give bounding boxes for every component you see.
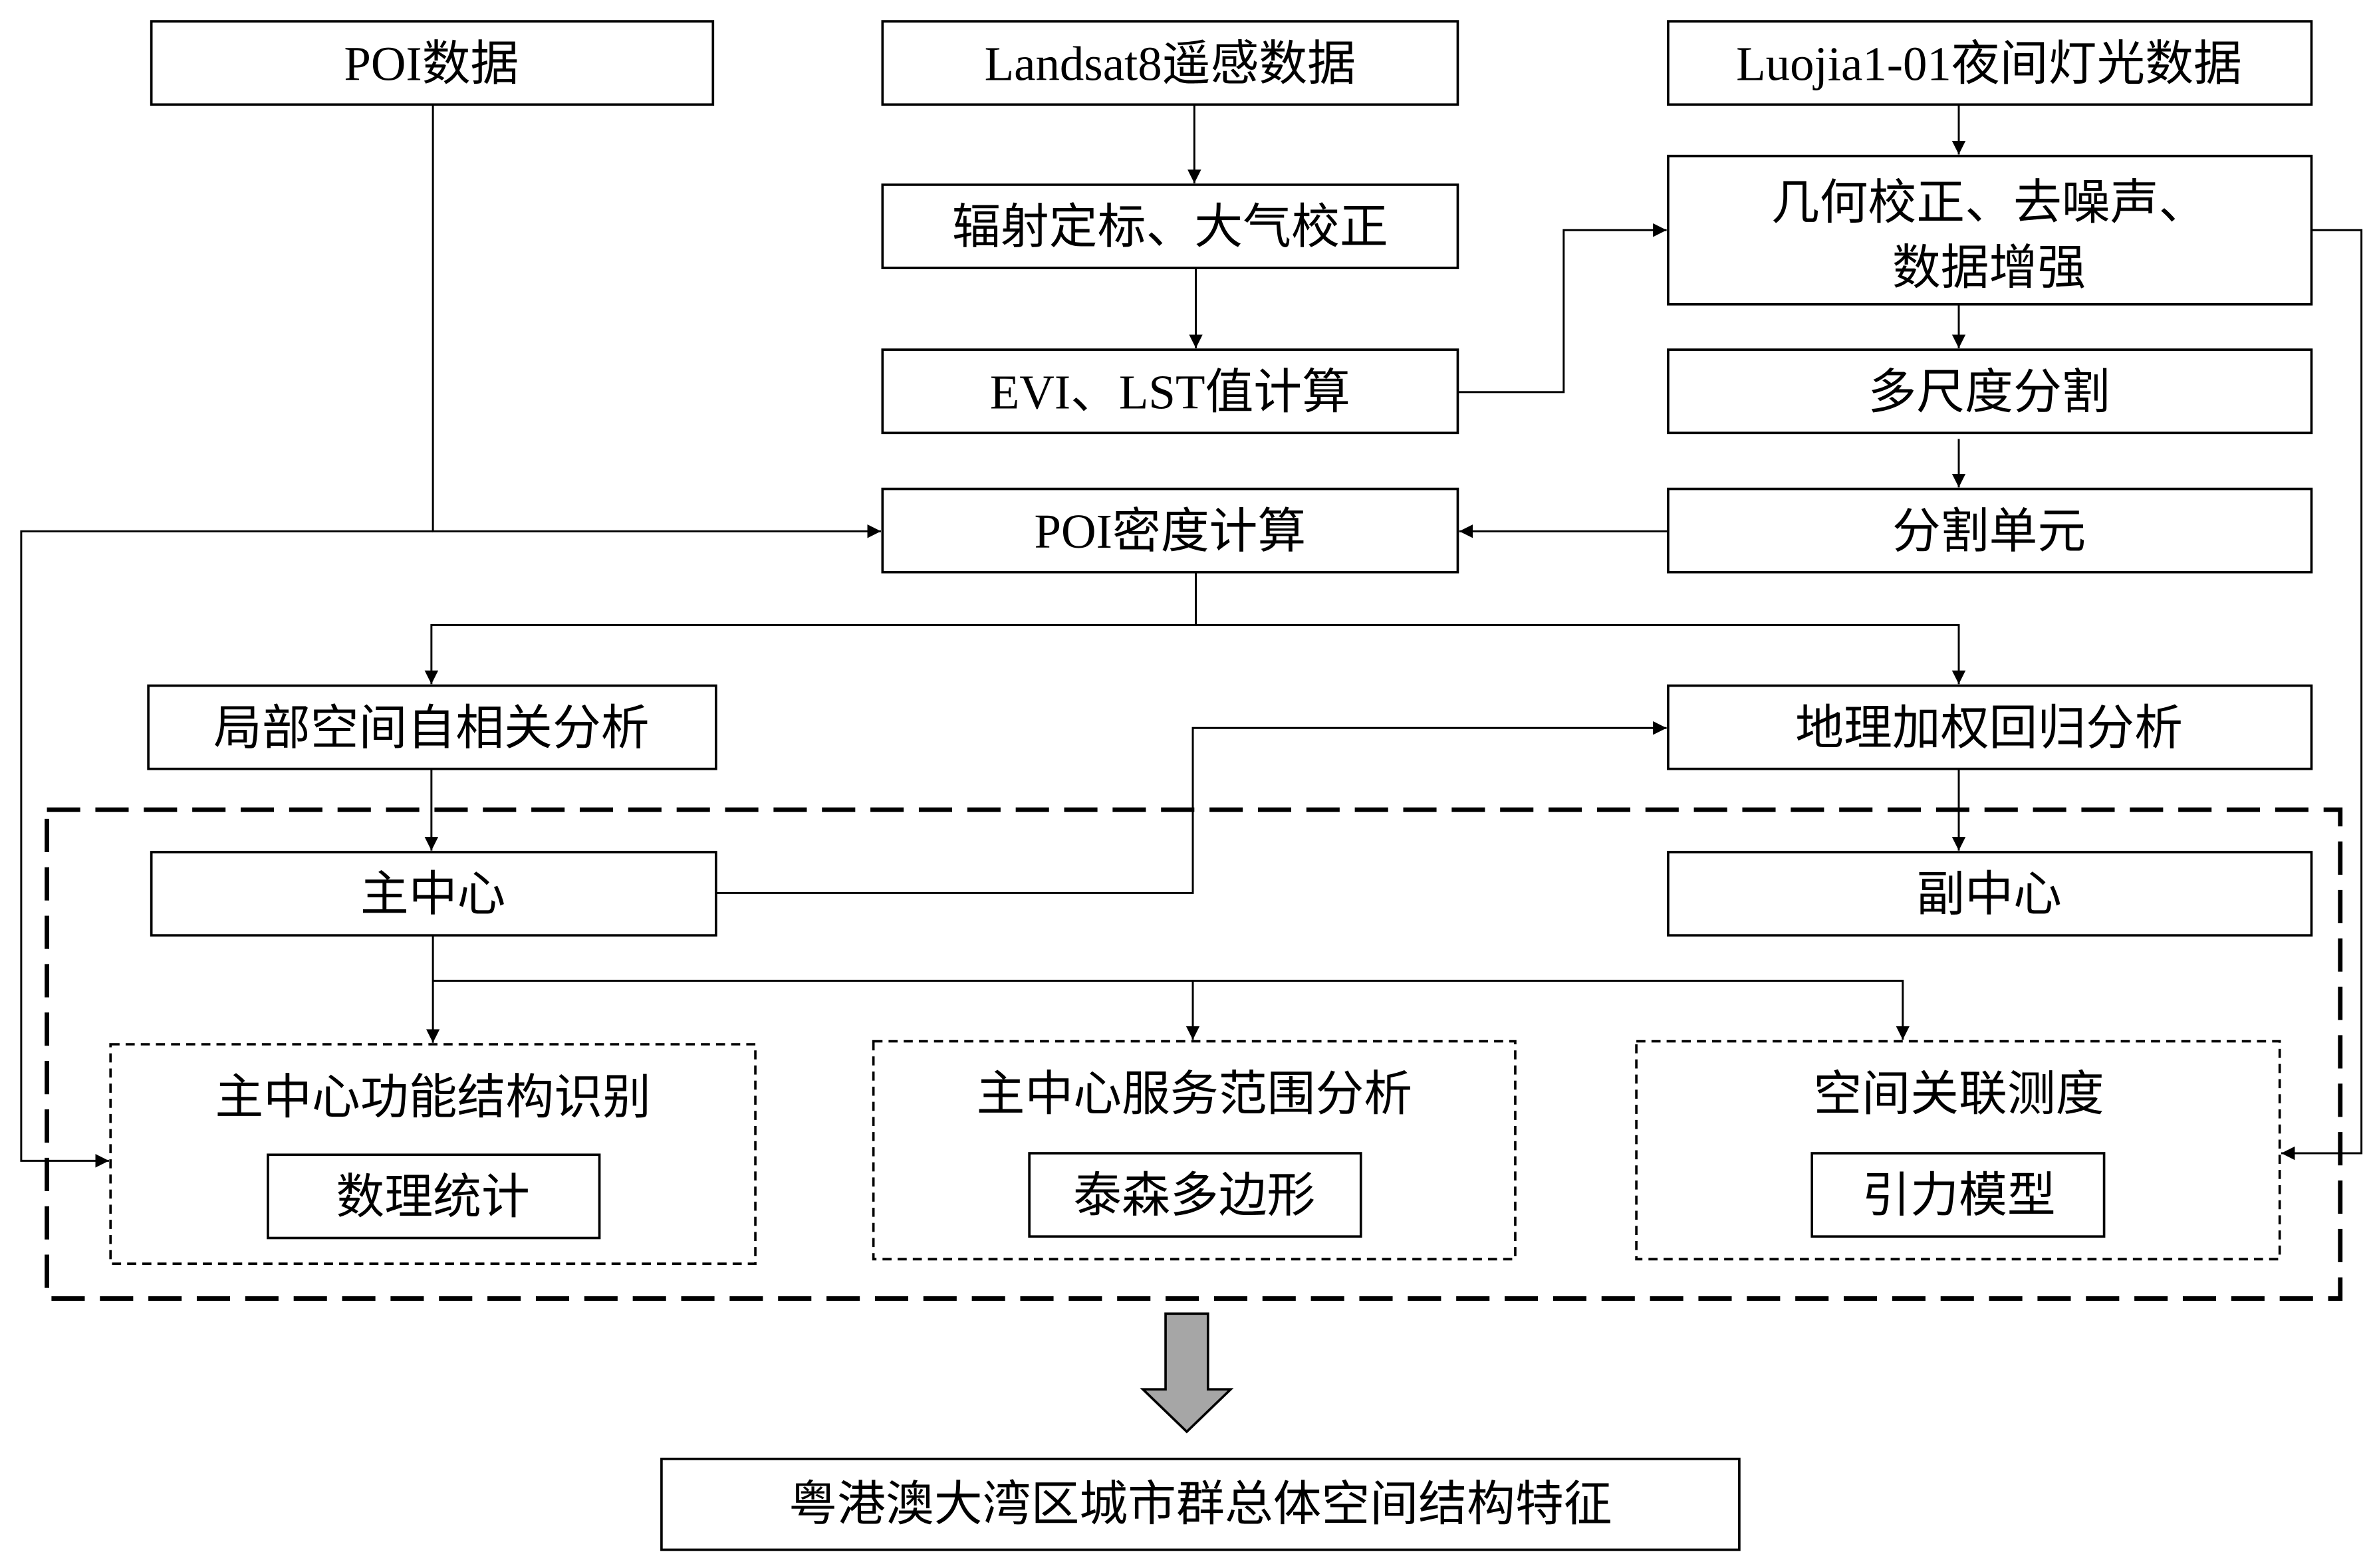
geometric-correction-label-line1: 几何校正、去噪声、 — [1771, 176, 2207, 230]
study-service-range[interactable]: 主中心服务范围分析 泰森多边形 — [872, 1040, 1517, 1261]
local-autocorrelation-label: 局部空间自相关分析 — [213, 701, 650, 755]
method-thiessen: 泰森多边形 — [1073, 1169, 1315, 1222]
geometric-correction-label-line2: 数据增强 — [1892, 241, 2086, 295]
multiscale-segmentation-node[interactable]: 多尺度分割 — [1667, 348, 2313, 435]
segmentation-units-node[interactable]: 分割单元 — [1667, 487, 2313, 574]
poi-data-node[interactable]: POI数据 — [150, 20, 715, 106]
arrow-main-center-to-spatial-association — [1193, 979, 1910, 1040]
arrow-poi-to-function-structure — [20, 530, 434, 1168]
gwr-node[interactable]: 地理加权回归分析 — [1667, 684, 2313, 770]
poi-data-label: POI数据 — [344, 37, 519, 90]
method-statistics: 数理统计 — [336, 1171, 529, 1224]
big-down-arrow-icon — [1140, 1312, 1234, 1434]
arrow-poi-to-poi-density — [432, 104, 882, 538]
evi-lst-label: EVI、LST值计算 — [990, 365, 1350, 419]
arrow-poi-density-to-local-autocorr — [424, 572, 1197, 685]
main-center-node[interactable]: 主中心 — [150, 851, 717, 937]
connectors — [20, 104, 2363, 1168]
main-center-label: 主中心 — [360, 867, 506, 921]
luojia-data-label: Luojia1-01夜间灯光数据 — [1736, 37, 2242, 90]
segmentation-units-label: 分割单元 — [1892, 504, 2086, 558]
arrow-main-center-to-service-range — [433, 979, 1200, 1040]
method-gravity-model: 引力模型 — [1862, 1169, 2055, 1222]
radiometric-atmospheric-label: 辐射定标、大气校正 — [952, 200, 1388, 254]
evi-lst-node[interactable]: EVI、LST值计算 — [881, 348, 1459, 435]
arrow-main-center-to-gwr — [715, 721, 1667, 894]
study-spatial-association[interactable]: 空间关联测度 引力模型 — [1635, 1040, 2281, 1261]
luojia-data-node[interactable]: Luojia1-01夜间灯光数据 — [1667, 20, 2313, 106]
poi-density-label: POI密度计算 — [1034, 504, 1306, 558]
geometric-correction-node[interactable]: 几何校正、去噪声、 数据增强 — [1667, 154, 2313, 306]
result-label: 粤港澳大湾区城市群总体空间结构特征 — [789, 1478, 1612, 1531]
sub-center-label: 副中心 — [1916, 867, 2062, 921]
study-function-structure[interactable]: 主中心功能结构识别 数理统计 — [109, 1043, 757, 1266]
poi-density-node[interactable]: POI密度计算 — [881, 487, 1459, 574]
arrow-geometric-to-spatial-association — [2281, 229, 2363, 1161]
radiometric-atmospheric-node[interactable]: 辐射定标、大气校正 — [881, 183, 1459, 269]
arrow-poi-density-to-gwr — [1195, 623, 1966, 685]
landsat-data-node[interactable]: Landsat8遥感数据 — [881, 20, 1459, 106]
sub-center-node[interactable]: 副中心 — [1667, 851, 2313, 937]
study-service-range-title: 主中心服务范围分析 — [976, 1067, 1412, 1121]
gwr-label: 地理加权回归分析 — [1795, 701, 2183, 755]
local-autocorrelation-node[interactable]: 局部空间自相关分析 — [147, 684, 717, 770]
result-node[interactable]: 粤港澳大湾区城市群总体空间结构特征 — [660, 1458, 1741, 1551]
study-function-structure-title: 主中心功能结构识别 — [215, 1070, 651, 1124]
arrow-evi-to-geometric — [1457, 223, 1667, 393]
landsat-data-label: Landsat8遥感数据 — [985, 37, 1356, 90]
multiscale-segmentation-label: 多尺度分割 — [1868, 365, 2110, 419]
study-spatial-association-title: 空间关联测度 — [1813, 1067, 2104, 1121]
